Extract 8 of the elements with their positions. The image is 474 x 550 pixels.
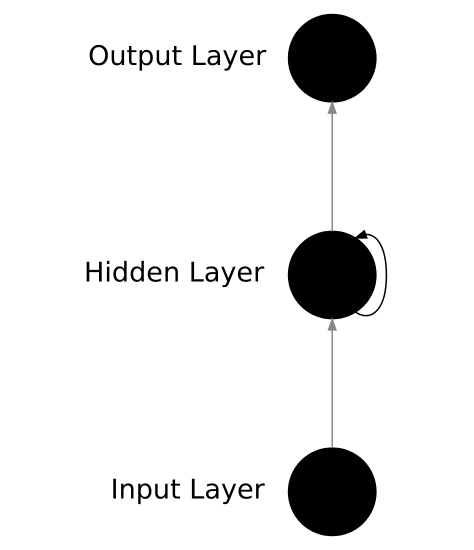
arrow: [327, 317, 337, 448]
node-label: Hidden Layer: [84, 258, 264, 289]
node-label: Input Layer: [110, 474, 265, 506]
node-circle: [288, 447, 377, 536]
node-circle: [288, 14, 377, 103]
arrow: [327, 100, 337, 232]
arrow: [353, 230, 388, 316]
node-label: Output Layer: [88, 40, 266, 72]
